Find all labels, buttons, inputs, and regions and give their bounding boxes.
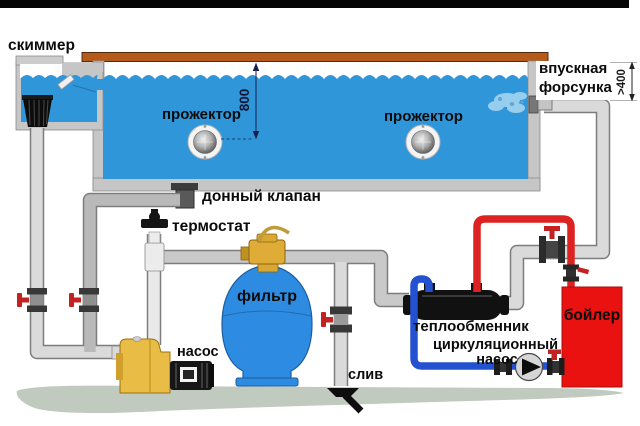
dimension-pool-depth: 800 (221, 62, 260, 140)
drain-funnel (327, 388, 364, 414)
label-skimmer: скиммер (8, 37, 75, 54)
valve-cold-pipe-boiler (547, 349, 565, 375)
skimmer-lid (15, 55, 64, 66)
ground (16, 385, 624, 414)
valve-waste-line (321, 306, 352, 333)
boiler (561, 286, 623, 388)
bottom-drain-fitting (171, 183, 198, 209)
label-floodlight-left: прожектор (162, 106, 241, 123)
floodlight-right (405, 124, 441, 160)
filter (221, 264, 313, 387)
label-inlet-nozzle-line2: форсунка (539, 78, 612, 96)
skimmer-throat-cover (62, 63, 103, 72)
floodlight-left (187, 124, 223, 160)
pump-vent-cap (132, 336, 142, 342)
riser-cross-fitting (144, 242, 165, 272)
valve-handle-red (577, 267, 590, 275)
bottom-drain-flange (171, 183, 198, 190)
heat-exchanger (403, 283, 509, 320)
pool-deck (81, 52, 549, 62)
label-heat-exchanger: теплообменник (413, 318, 529, 335)
label-inlet-nozzle-line1: впускная (539, 60, 608, 77)
water-spray (488, 92, 527, 113)
label-filter: фильтр (236, 288, 298, 305)
inlet-depth-value: >400 (616, 69, 628, 95)
multiport-valve (240, 225, 290, 273)
filter-seam (222, 310, 312, 317)
pool (81, 52, 549, 192)
pump-motor-endcap (209, 364, 214, 387)
valve-handle-red (544, 226, 560, 231)
hot-pipe (473, 215, 575, 292)
inlet-label-background (536, 61, 618, 100)
pool-depth-value: 800 (237, 89, 252, 112)
valve-handle-red (17, 293, 22, 307)
pump-inlet-face (116, 353, 123, 380)
skimmer-basket-rim (22, 95, 53, 100)
heat-exchanger-body (410, 290, 502, 320)
label-bottom-valve: донный клапан (202, 188, 321, 205)
pump (111, 336, 214, 394)
label-thermostat: термостат (172, 218, 251, 235)
skimmer-weir-flap (57, 74, 75, 90)
label-circulation-pump-line2: насос (476, 352, 518, 368)
thermostat-valve (141, 209, 168, 244)
top-border-bar (0, 0, 629, 8)
filter-base (235, 377, 299, 387)
valve-handle-red (321, 312, 326, 327)
circulation-pump (514, 352, 544, 382)
multiport-valve-handle (257, 225, 290, 242)
skimmer-waterline (72, 84, 97, 93)
label-boiler: бойлер (563, 307, 621, 324)
valve-hot-pipe (563, 264, 590, 282)
cold-pipe (410, 275, 563, 370)
pump-housing (119, 338, 171, 394)
skimmer-basket-mesh (28, 99, 49, 127)
dimension-inlet-depth: >400 (610, 61, 637, 102)
pump-motor-ribs (175, 363, 208, 388)
valve-cold-pipe-union (494, 359, 512, 375)
valve-return-line (539, 226, 565, 263)
filter-tank (221, 264, 313, 380)
label-floodlight-right: прожектор (384, 108, 463, 125)
valve-handle-red (69, 293, 74, 307)
label-drain: слив (348, 367, 384, 383)
skimmer-air-gap (20, 64, 62, 78)
valve-drain-line (69, 288, 99, 312)
label-pump: насос (177, 344, 219, 360)
circulation-pump-flow-arrow (522, 358, 541, 376)
label-circulation-pump-line1: циркуляционный (433, 337, 558, 353)
valve-handle-red (548, 349, 561, 354)
skimmer-throat (95, 79, 105, 90)
skimmer (15, 55, 105, 131)
valve-skimmer-line (17, 288, 47, 312)
pool-water (103, 75, 528, 179)
